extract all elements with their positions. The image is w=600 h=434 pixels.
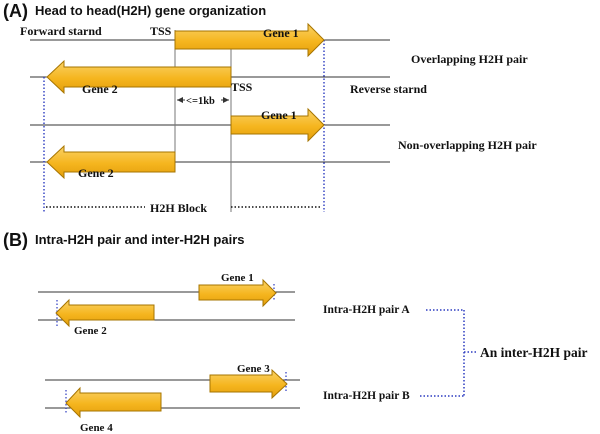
- inter-pair-label: An inter-H2H pair: [480, 345, 588, 360]
- gene2-arrow-b: [55, 298, 155, 328]
- intra-pair-b-label: Intra-H2H pair B: [323, 390, 410, 402]
- non-overlapping-pair-label: Non-overlapping H2H pair: [398, 138, 537, 152]
- intra-pair-a-label: Intra-H2H pair A: [323, 304, 410, 316]
- distance-arrow-left: [177, 97, 183, 103]
- gene3-label-b: Gene 3: [237, 363, 270, 375]
- reverse-strand-label: Reverse starnd: [350, 82, 427, 96]
- gene4-arrow-b: [65, 386, 162, 419]
- tss-label-top: TSS: [150, 24, 172, 38]
- gene2-arrow-overlap: [46, 59, 232, 95]
- overlapping-pair-label: Overlapping H2H pair: [411, 52, 528, 66]
- panel-a-title: Head to head(H2H) gene organization: [35, 3, 266, 18]
- gene1-label-overlap: Gene 1: [263, 26, 299, 40]
- gene3-arrow-b: [209, 368, 288, 400]
- gene2-label-nonoverlap: Gene 2: [78, 166, 114, 180]
- gene4-label-b: Gene 4: [80, 422, 113, 434]
- gene1-label-b: Gene 1: [221, 272, 254, 284]
- panel-a-label: (A): [3, 1, 28, 21]
- panel-b-label: (B): [3, 230, 28, 250]
- forward-strand-label: Forward starnd: [20, 24, 102, 38]
- panel-a: (A) Head to head(H2H) gene organization …: [3, 1, 537, 215]
- gene1-arrow-overlap: [174, 22, 325, 58]
- distance-label-bg: [185, 93, 221, 106]
- gene2-label-b: Gene 2: [74, 325, 107, 337]
- panel-b-title: Intra-H2H pair and inter-H2H pairs: [35, 232, 245, 247]
- panel-b: (B) Intra-H2H pair and inter-H2H pairs G…: [3, 230, 588, 434]
- gene1-arrow-b: [198, 278, 277, 308]
- tss-label-bottom: TSS: [231, 80, 253, 94]
- gene2-arrow-nonoverlap: [46, 144, 176, 180]
- distance-arrow-right: [223, 97, 229, 103]
- distance-label: <=1kb: [186, 96, 215, 107]
- h2h-block-label: H2H Block: [150, 201, 207, 215]
- gene2-label-overlap: Gene 2: [82, 82, 118, 96]
- gene1-arrow-nonoverlap: [230, 107, 325, 143]
- gene1-label-nonoverlap: Gene 1: [261, 108, 297, 122]
